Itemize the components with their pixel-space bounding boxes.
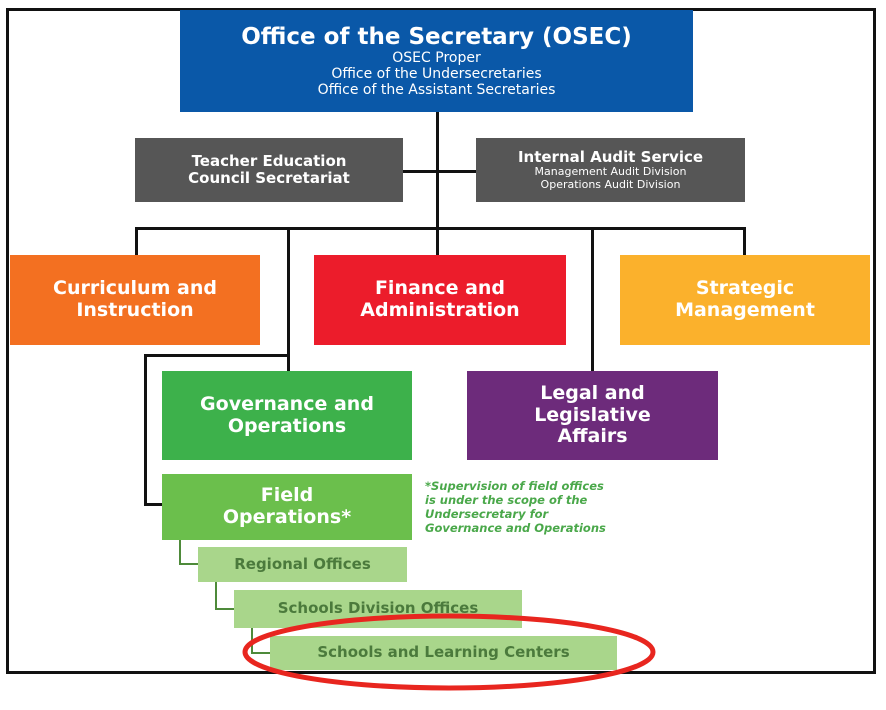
osec-line: OSEC Proper [392, 50, 481, 67]
note-line: Undersecretary for [425, 507, 549, 521]
connector-line [135, 227, 138, 255]
osec-title: Office of the Secretary (OSEC) [241, 23, 632, 50]
box-line: Strategic [695, 277, 795, 300]
box-line: Legislative [534, 403, 651, 426]
box-line: Governance and [200, 392, 374, 415]
box-line: Finance and [374, 277, 506, 300]
connector-line [403, 170, 476, 173]
box-line: Operations* [222, 506, 352, 528]
ias-title: Internal Audit Service [517, 147, 704, 166]
osec-line: Office of the Assistant Secretaries [317, 82, 556, 99]
schools-learning-centers-box: Schools and Learning Centers [270, 636, 617, 670]
box-line: Instruction [76, 299, 194, 321]
box-line: Legal and [540, 381, 645, 404]
connector-line [591, 227, 594, 371]
connector-line [287, 227, 290, 371]
osec-box: Office of the Secretary (OSEC) OSEC Prop… [180, 10, 693, 112]
tec-box: Teacher Education Council Secretariat [135, 138, 403, 202]
connector-line [251, 652, 270, 654]
connector-line [215, 608, 234, 610]
frame-border [6, 8, 876, 674]
box-line: Curriculum and [53, 277, 217, 300]
connector-line [179, 540, 181, 565]
ias-box: Internal Audit Service Management Audit … [476, 138, 745, 202]
schools-division-offices-box: Schools Division Offices [234, 590, 522, 628]
connector-line [144, 354, 147, 506]
connector-line [215, 582, 217, 610]
connector-line [743, 227, 746, 255]
connector-line [144, 354, 290, 357]
connector-line [179, 563, 198, 565]
ias-line: Operations Audit Division [540, 177, 681, 191]
box-line: Affairs [557, 425, 628, 448]
connector-line [436, 112, 439, 255]
osec-line: Office of the Undersecretaries [331, 66, 542, 83]
note-line: Governance and Operations [425, 521, 606, 535]
connector-line [135, 227, 746, 230]
connector-line [144, 503, 162, 506]
note-line: is under the scope of the [425, 493, 588, 507]
tec-line: Council Secretariat [188, 169, 350, 187]
box-line: Operations [227, 414, 347, 437]
note-line: *Supervision of field offices [425, 479, 604, 493]
ias-line: Management Audit Division [534, 164, 687, 178]
regional-offices-box: Regional Offices [198, 547, 407, 582]
box-line: Administration [360, 299, 520, 321]
tec-line: Teacher Education [191, 151, 347, 170]
box-line: Management [675, 299, 815, 321]
box-line: Field [260, 484, 314, 507]
